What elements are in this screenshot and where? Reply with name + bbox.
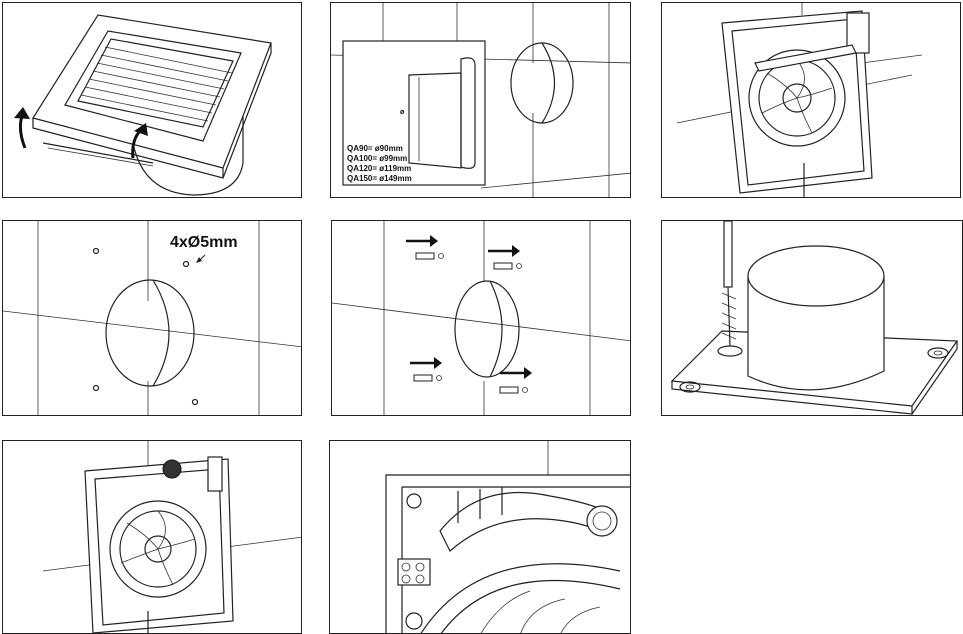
dimension-qa150: QA150= ø149mm (347, 174, 412, 183)
duct-dimensions-list: QA90= ø90mm QA100= ø99mm QA120= ø119mm Q… (347, 144, 412, 184)
step-5-wall-plugs-panel (331, 220, 631, 416)
wiring-closeup-illustration (385, 441, 630, 633)
wall-drill-marks-illustration (3, 221, 301, 415)
back-plate-marking-illustration (676, 3, 923, 197)
dimension-qa90: QA90= ø90mm (347, 144, 403, 153)
step-3-mark-holes-panel (661, 2, 961, 198)
fan-with-grille-illustration (14, 14, 272, 196)
step-7-mount-fan-panel (2, 440, 302, 634)
step-6-cable-entry-panel (661, 220, 963, 416)
wall-duct-illustration (331, 3, 630, 197)
step-2-duct-dimensions-panel: ø QA90= ø90mm QA100= ø99mm QA120= ø119mm… (330, 2, 631, 198)
step-1-remove-grille-panel (2, 2, 302, 198)
dimension-qa100: QA100= ø99mm (347, 154, 408, 163)
wall-plugs-illustration (332, 221, 630, 415)
dimension-qa120: QA120= ø119mm (347, 164, 412, 173)
step-4-drill-holes-panel: 4xØ5mm (2, 220, 302, 416)
diameter-symbol: ø (400, 109, 405, 116)
mounted-fan-illustration (42, 441, 301, 633)
drill-size-label: 4xØ5mm (170, 234, 238, 251)
step-8-wiring-panel (329, 440, 631, 634)
fan-housing-screwdriver-illustration (670, 221, 959, 415)
